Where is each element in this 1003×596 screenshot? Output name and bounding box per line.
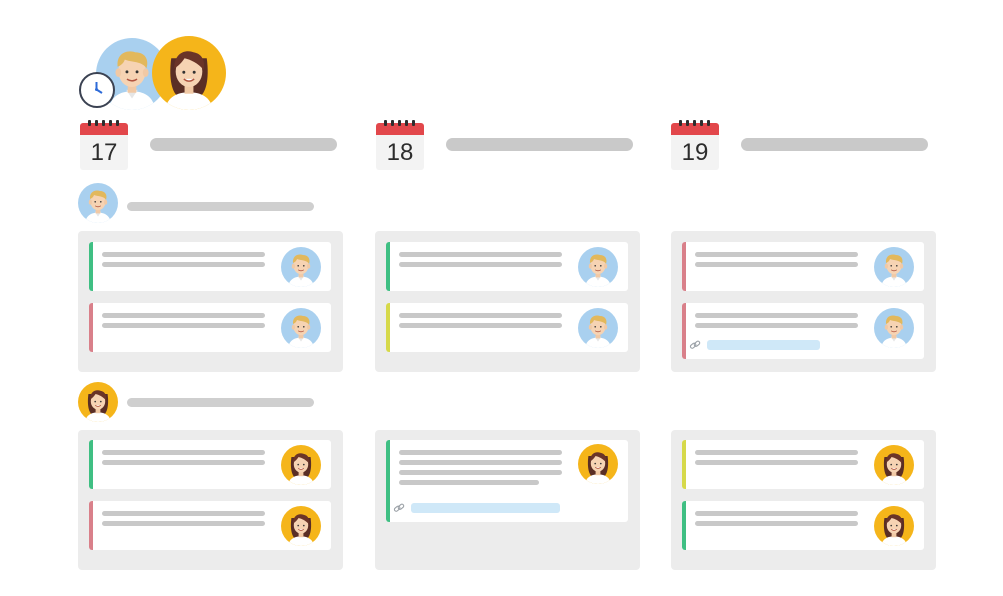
schedule-panel [78, 430, 343, 570]
woman-avatar [578, 444, 618, 484]
schedule-panel [671, 231, 936, 372]
day-number: 19 [681, 139, 709, 166]
link-icon [393, 502, 405, 514]
man-avatar [281, 308, 321, 348]
woman-avatar [152, 36, 226, 110]
task-card[interactable] [386, 303, 628, 352]
man-avatar [578, 247, 618, 287]
calendar-icon: 19 [671, 120, 719, 170]
schedule-panel [375, 430, 640, 570]
link-placeholder[interactable] [707, 340, 820, 350]
task-card[interactable] [682, 303, 924, 359]
task-card[interactable] [89, 242, 331, 291]
task-card[interactable] [89, 303, 331, 352]
man-avatar [281, 247, 321, 287]
link-placeholder[interactable] [411, 503, 560, 513]
man-avatar [578, 308, 618, 348]
day-number: 17 [90, 139, 118, 166]
person-name-placeholder [127, 202, 314, 211]
task-card[interactable] [386, 440, 628, 522]
woman-avatar [874, 506, 914, 546]
day-title-placeholder [150, 138, 337, 151]
link-icon [689, 339, 701, 351]
clock-icon [79, 72, 115, 108]
schedule-panel [78, 231, 343, 372]
man-avatar [874, 247, 914, 287]
woman-avatar [78, 382, 118, 422]
task-card[interactable] [682, 242, 924, 291]
calendar-icon: 17 [80, 120, 128, 170]
day-title-placeholder [446, 138, 633, 151]
task-card[interactable] [89, 440, 331, 489]
woman-avatar [281, 445, 321, 485]
task-card[interactable] [682, 501, 924, 550]
task-card[interactable] [89, 501, 331, 550]
schedule-panel [375, 231, 640, 372]
day-title-placeholder [741, 138, 928, 151]
day-number: 18 [386, 139, 414, 166]
task-card[interactable] [386, 242, 628, 291]
calendar-icon: 18 [376, 120, 424, 170]
woman-avatar [874, 445, 914, 485]
task-card[interactable] [682, 440, 924, 489]
man-avatar [78, 183, 118, 223]
man-avatar [874, 308, 914, 348]
woman-avatar [281, 506, 321, 546]
schedule-panel [671, 430, 936, 570]
person-name-placeholder [127, 398, 314, 407]
